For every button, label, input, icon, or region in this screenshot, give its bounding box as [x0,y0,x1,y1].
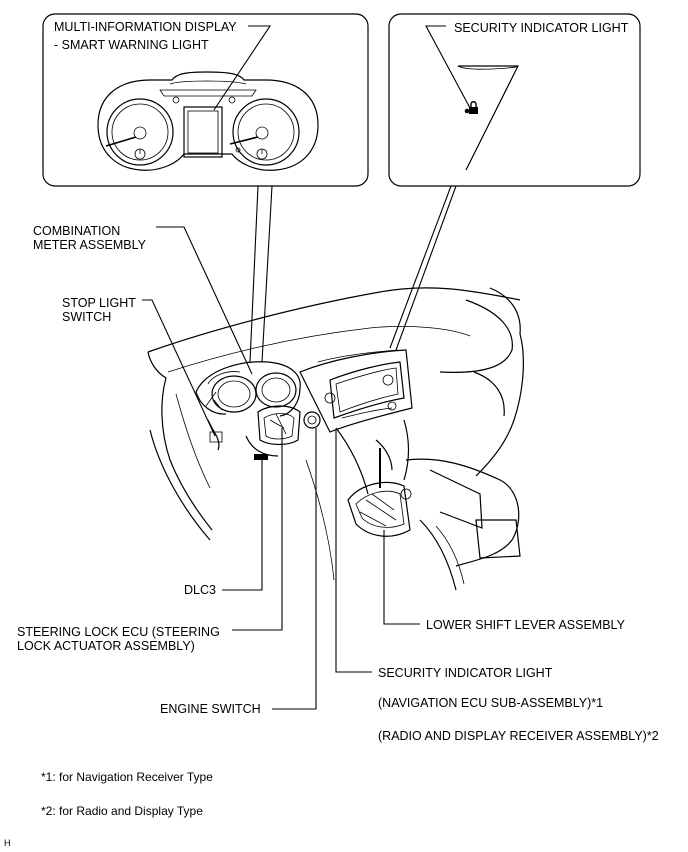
stop-light-label-line1: STOP LIGHT [62,296,136,310]
security-bottom-label: SECURITY INDICATOR LIGHT [378,666,553,680]
combination-label-line1: COMBINATION [33,224,121,238]
mid-label-line1: MULTI-INFORMATION DISPLAY [54,20,237,34]
footnote-1: *1: for Navigation Receiver Type [41,770,213,784]
combination-label-line2: METER ASSEMBLY [33,238,146,252]
meter-inset [42,13,369,187]
mid-label-line2: - SMART WARNING LIGHT [54,38,209,52]
engine-switch-label: ENGINE SWITCH [160,702,261,716]
dashboard-illustration [147,287,524,591]
dlc3-label: DLC3 [184,583,216,597]
security-inset [388,13,641,187]
leader-lines [142,226,420,710]
security-nav-label: (NAVIGATION ECU SUB-ASSEMBLY)*1 [378,696,604,710]
steering-lock-label-line1: STEERING LOCK ECU (STEERING [17,625,220,639]
security-radio-label: (RADIO AND DISPLAY RECEIVER ASSEMBLY)*2 [378,729,659,743]
security-top-label: SECURITY INDICATOR LIGHT [454,21,629,35]
corner-mark: H [4,838,11,848]
steering-lock-label-line2: LOCK ACTUATOR ASSEMBLY) [17,639,195,653]
footnote-2: *2: for Radio and Display Type [41,804,203,818]
stop-light-label-line2: SWITCH [62,310,112,324]
lower-shift-lever-label: LOWER SHIFT LEVER ASSEMBLY [426,618,625,632]
